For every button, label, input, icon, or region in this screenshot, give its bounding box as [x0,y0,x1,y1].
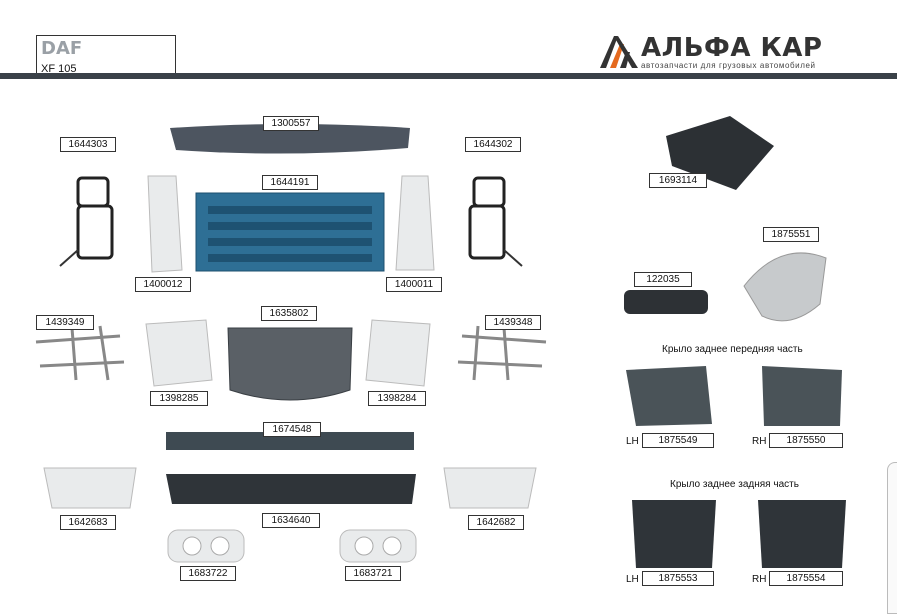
foglamp-frame-right-shape [167,529,245,563]
part-label-headlamp-cover-left: 1398284 [368,391,426,406]
foglamp-frame-left-shape [339,529,417,563]
side-rh-1: RH [752,436,767,447]
handle-shape [624,290,708,314]
part-label-step-right: 1642683 [60,515,116,530]
part-label-bracket-left: 1439348 [485,315,541,330]
part-label-rear-front-lh: 1875549 [642,433,714,448]
rear-rear-rh-shape [758,500,846,568]
part-label-foglamp-frame-left: 1683721 [345,566,401,581]
model-name: XF 105 [41,63,77,75]
cabin-cover-shape [666,116,774,190]
part-label-handle: 122035 [634,272,692,287]
part-label-rear-rear-rh: 1875554 [769,571,843,586]
grille-lower-shape [227,327,353,401]
company-tagline: автозапчасти для грузовых автомобилей [641,61,816,70]
company-name: АЛЬФА КАР [641,33,823,63]
side-lh-2: LH [626,574,639,585]
rear-front-lh-shape [626,366,712,426]
step-left-shape [443,467,537,509]
step-right-shape [43,467,137,509]
part-label-deflector-left: 1400011 [386,277,442,292]
side-scroll-tab[interactable] [887,462,897,614]
part-label-fender-cap: 1875551 [763,227,819,242]
mirror-left-shape [468,176,523,267]
caption-rear-wing-front: Крыло заднее передняя часть [662,344,803,355]
part-label-grille-lower: 1635802 [261,306,317,321]
deflector-right-shape [147,175,183,273]
mirror-right-shape [59,176,114,267]
part-label-headlamp-cover-right: 1398285 [150,391,208,406]
deflector-left-shape [395,175,435,271]
part-label-sun-visor: 1300557 [263,116,319,131]
headlamp-cover-left-shape [365,319,431,387]
part-label-step-left: 1642682 [468,515,524,530]
part-label-bracket-right: 1439349 [36,315,94,330]
part-label-bumper: 1634640 [262,513,320,528]
header-divider [0,73,897,79]
part-label-rear-rear-lh: 1875553 [642,571,714,586]
caption-rear-wing-rear: Крыло заднее задняя часть [670,479,799,490]
bracket-left-shape [457,325,547,381]
rear-front-rh-shape [762,366,842,426]
rear-rear-lh-shape [632,500,716,568]
side-rh-2: RH [752,574,767,585]
part-label-mirror-left: 1644302 [465,137,521,152]
bumper-beam-shape [166,432,414,450]
bracket-right-shape [35,325,125,381]
headlamp-cover-right-shape [145,319,213,387]
part-label-mirror-right: 1644303 [60,137,116,152]
part-label-foglamp-frame-right: 1683722 [180,566,236,581]
part-label-grille-upper: 1644191 [262,175,318,190]
model-box [36,35,176,75]
side-lh-1: LH [626,436,639,447]
parts-illustration [35,116,846,568]
part-label-cabin-cover: 1693114 [649,173,707,188]
sun-visor-shape [170,124,410,154]
svg-text:DAF: DAF [41,39,82,57]
daf-logo: DAF [40,39,120,57]
part-label-bumper-beam: 1674548 [263,422,321,437]
alfa-car-logo-icon [600,36,638,68]
fender-cap-shape [743,252,827,322]
part-label-deflector-right: 1400012 [135,277,191,292]
bumper-shape [166,474,416,504]
part-label-rear-front-rh: 1875550 [769,433,843,448]
